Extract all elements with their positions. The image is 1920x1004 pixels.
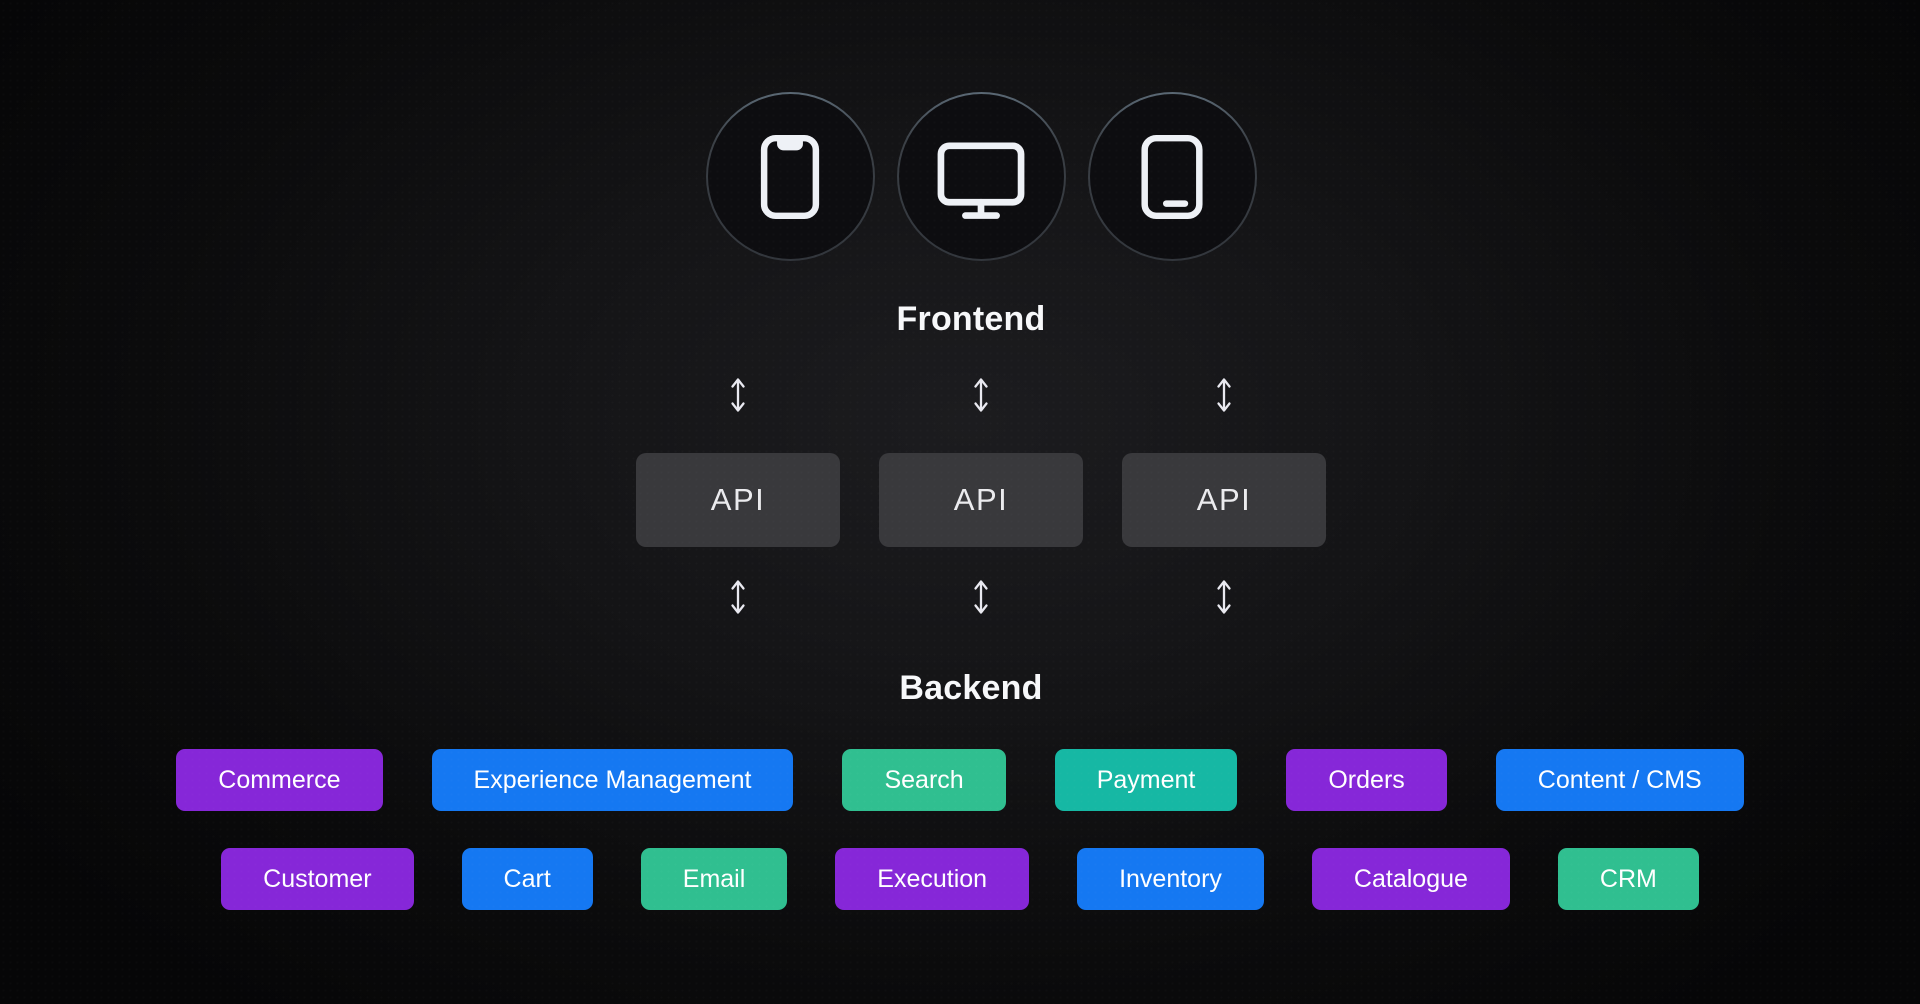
- service-pill-execution: Execution: [835, 848, 1030, 910]
- vertical-double-arrow-icon: [726, 578, 750, 616]
- api-row: API API API: [21, 453, 1920, 547]
- frontend-devices-row: [21, 92, 1920, 261]
- tablet-icon: [1126, 131, 1218, 223]
- vertical-double-arrow-icon: [1212, 376, 1236, 414]
- frontend-title: Frontend: [896, 300, 1046, 338]
- service-pill-catalogue: Catalogue: [1311, 848, 1510, 910]
- frontend-api-arrows-row: [21, 376, 1920, 414]
- service-pill-inventory: Inventory: [1077, 848, 1264, 910]
- vertical-double-arrow-icon: [969, 578, 993, 616]
- service-pill-cart: Cart: [461, 848, 593, 910]
- service-pill-orders: Orders: [1286, 749, 1447, 811]
- backend-services-row-1: Commerce Experience Management Search Payme…: [0, 749, 1920, 811]
- api-box: API: [636, 453, 840, 547]
- service-pill-experience-management: Experience Management: [431, 749, 794, 811]
- vertical-double-arrow-icon: [726, 376, 750, 414]
- vertical-double-arrow-icon: [1212, 578, 1236, 616]
- tablet-circle: [1088, 92, 1257, 261]
- api-box: API: [879, 453, 1083, 547]
- monitor-circle: [897, 92, 1066, 261]
- vertical-double-arrow-icon: [969, 376, 993, 414]
- monitor-icon: [933, 131, 1029, 223]
- smartphone-circle: [706, 92, 875, 261]
- service-pill-crm: CRM: [1557, 848, 1699, 910]
- service-pill-content-cms: Content / CMS: [1495, 749, 1744, 811]
- service-pill-search: Search: [842, 749, 1006, 811]
- api-box: API: [1122, 453, 1326, 547]
- service-pill-payment: Payment: [1054, 749, 1238, 811]
- backend-services-row-2: Customer Cart Email Execution Inventory Catal…: [0, 848, 1920, 910]
- service-pill-email: Email: [640, 848, 788, 910]
- service-pill-commerce: Commerce: [176, 749, 383, 811]
- service-pill-customer: Customer: [221, 848, 414, 910]
- smartphone-icon: [744, 131, 836, 223]
- api-backend-arrows-row: [21, 578, 1920, 616]
- backend-title: Backend: [899, 669, 1043, 707]
